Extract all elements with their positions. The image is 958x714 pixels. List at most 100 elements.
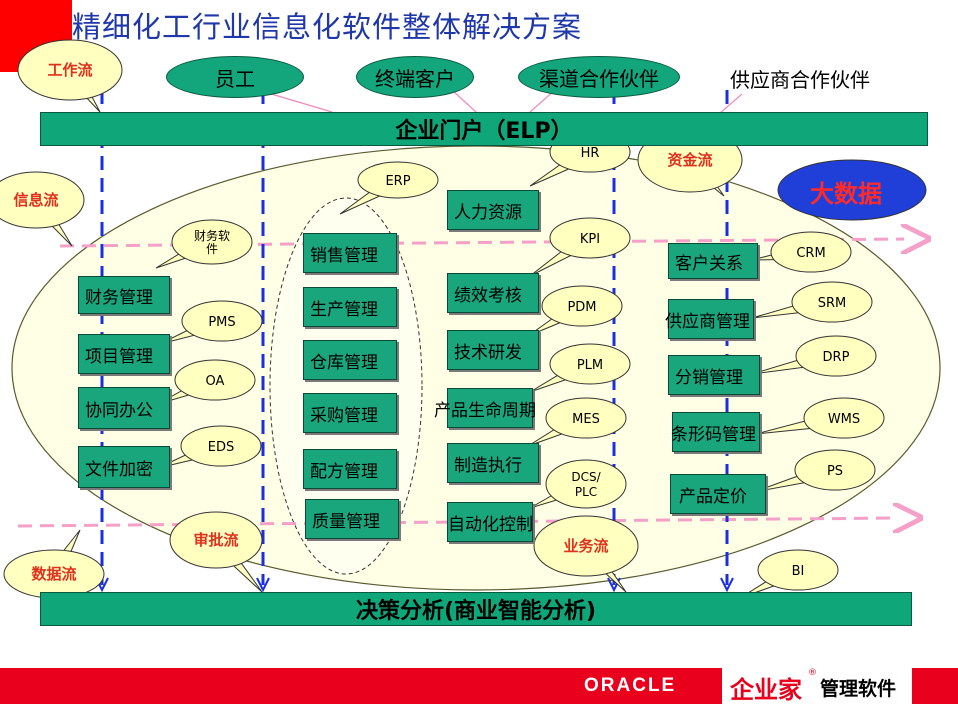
- data-flow-dashed-arrow: [17, 518, 896, 526]
- module-srm-label: 供应商管理: [665, 311, 750, 332]
- module-warehouse-label: 仓库管理: [310, 352, 378, 373]
- callout-bi: [739, 549, 839, 599]
- callout-erp-bubble: [357, 161, 439, 199]
- callout-dcs-plc: [529, 459, 627, 509]
- module-automation-label: 自动化控制: [448, 514, 533, 535]
- module-formula-label: 配方管理: [310, 461, 378, 482]
- role-channel-partner: 渠道合作伙伴: [518, 56, 680, 98]
- module-drp: 分销管理: [668, 355, 760, 395]
- brand-panel: [722, 668, 940, 704]
- module-project: 项目管理: [78, 334, 170, 374]
- callout-srm-bubble: [791, 281, 873, 323]
- callout-crm-bubble: [770, 231, 852, 273]
- callout-eds-text: EDS: [208, 440, 234, 455]
- module-performance-label: 绩效考核: [454, 285, 522, 306]
- module-plm-label: 产品生命周期: [434, 400, 536, 421]
- brand-logo-main: 企业家: [730, 675, 802, 704]
- callout-srm: [751, 281, 873, 323]
- callout-business-flow-bubble: [533, 515, 639, 577]
- callout-wms-bubble: [803, 397, 885, 439]
- module-production: 生产管理: [303, 287, 397, 327]
- module-finance-label: 财务管理: [85, 287, 153, 308]
- callout-wms: [755, 397, 885, 439]
- module-rnd: 技术研发: [447, 330, 539, 370]
- module-crm-label: 客户关系: [675, 253, 743, 274]
- callout-crm: [751, 231, 852, 273]
- callout-drp-text: DRP: [823, 350, 850, 365]
- module-pricing: 产品定价: [670, 474, 766, 514]
- callout-ps: [753, 449, 876, 493]
- module-pricing-label: 产品定价: [679, 486, 747, 507]
- callout-info-flow-bubble: [0, 171, 85, 229]
- callout-business-flow-text: 业务流: [563, 537, 608, 555]
- callout-pms-text: PMS: [208, 315, 235, 330]
- module-purchasing: 采购管理: [303, 393, 397, 433]
- callout-ps-text: PS: [827, 464, 843, 479]
- callout-info-flow-text: 信息流: [13, 191, 58, 209]
- role-supplier-partner: 供应商合作伙伴: [730, 68, 870, 92]
- module-automation: 自动化控制: [447, 502, 533, 542]
- callout-drp: [751, 335, 877, 377]
- callout-approval-flow-text: 审批流: [193, 531, 238, 549]
- callout-erp-text: ERP: [385, 174, 410, 189]
- callout-data-flow-text: 数据流: [31, 565, 76, 583]
- callout-data-flow: [3, 529, 105, 599]
- callout-eds-bubble: [180, 425, 262, 467]
- module-collaboration-label: 协同办公: [85, 400, 153, 421]
- module-srm: 供应商管理: [665, 299, 754, 339]
- callout-big-data-bubble: [777, 159, 927, 221]
- approval-arrow-head: [256, 577, 270, 593]
- module-sales-label: 销售管理: [310, 245, 378, 266]
- callout-plm-bubble: [549, 343, 631, 385]
- brand-logo-sub: 管理软件: [820, 678, 897, 700]
- enterprise-portal-label: 企业门户（ELP）: [395, 119, 573, 144]
- callout-bi-text: BI: [792, 564, 805, 579]
- callout-finance-software-text: 财务软件: [194, 228, 230, 256]
- module-performance: 绩效考核: [447, 273, 539, 313]
- callout-dcs-plc-text: DCS/PLC: [571, 470, 601, 499]
- callout-oa-text: OA: [206, 374, 225, 389]
- callout-plm: [529, 343, 631, 393]
- module-production-label: 生产管理: [310, 299, 378, 320]
- footer-red-end: [912, 668, 940, 704]
- big-data-label: 大数据: [810, 179, 882, 208]
- callout-crm-text: CRM: [796, 246, 825, 261]
- callout-plm-text: PLM: [577, 358, 603, 373]
- module-hr: 人力资源: [447, 190, 539, 230]
- module-finance: 财务管理: [78, 276, 170, 314]
- module-collaboration: 协同办公: [78, 387, 170, 429]
- callout-approval-flow-bubble: [169, 511, 263, 569]
- module-hr-label: 人力资源: [454, 202, 522, 223]
- role-employee-label: 员工: [215, 66, 255, 91]
- module-purchasing-label: 采购管理: [310, 405, 378, 426]
- module-mes-label: 制造执行: [454, 455, 522, 476]
- callout-erp: [339, 161, 439, 215]
- module-drp-label: 分销管理: [675, 367, 743, 388]
- callout-drp-bubble: [795, 335, 877, 377]
- callout-ps-bubble: [794, 449, 876, 491]
- page-title: 精细化工行业信息化软件整体解决方案: [72, 10, 583, 44]
- callout-kpi-text: KPI: [580, 232, 600, 247]
- callout-hr-text: HR: [581, 146, 600, 161]
- module-rnd-label: 技术研发: [454, 342, 522, 363]
- callout-mes-bubble: [545, 397, 627, 439]
- callout-kpi-bubble: [549, 217, 631, 259]
- enterprise-portal-bar: 企业门户（ELP）: [40, 112, 928, 146]
- callout-workflow-text: 工作流: [47, 61, 92, 79]
- callout-finance-software: [155, 219, 253, 269]
- callout-pms: [159, 300, 263, 345]
- module-crm: 客户关系: [668, 243, 758, 279]
- callout-approval-flow: [169, 511, 263, 593]
- role-end-customer-label: 终端客户: [375, 66, 455, 91]
- decision-analysis-label: 决策分析(商业智能分析): [355, 599, 597, 624]
- callout-workflow: [17, 39, 123, 113]
- module-mes: 制造执行: [447, 443, 539, 483]
- module-plm: 产品生命周期: [434, 388, 536, 428]
- capital-arrow-head: [720, 577, 734, 593]
- module-file-encryption-label: 文件加密: [85, 459, 153, 480]
- callout-kpi: [529, 217, 631, 277]
- callout-srm-text: SRM: [818, 296, 847, 311]
- role-employee: 员工: [166, 56, 304, 98]
- module-quality-label: 质量管理: [312, 511, 380, 532]
